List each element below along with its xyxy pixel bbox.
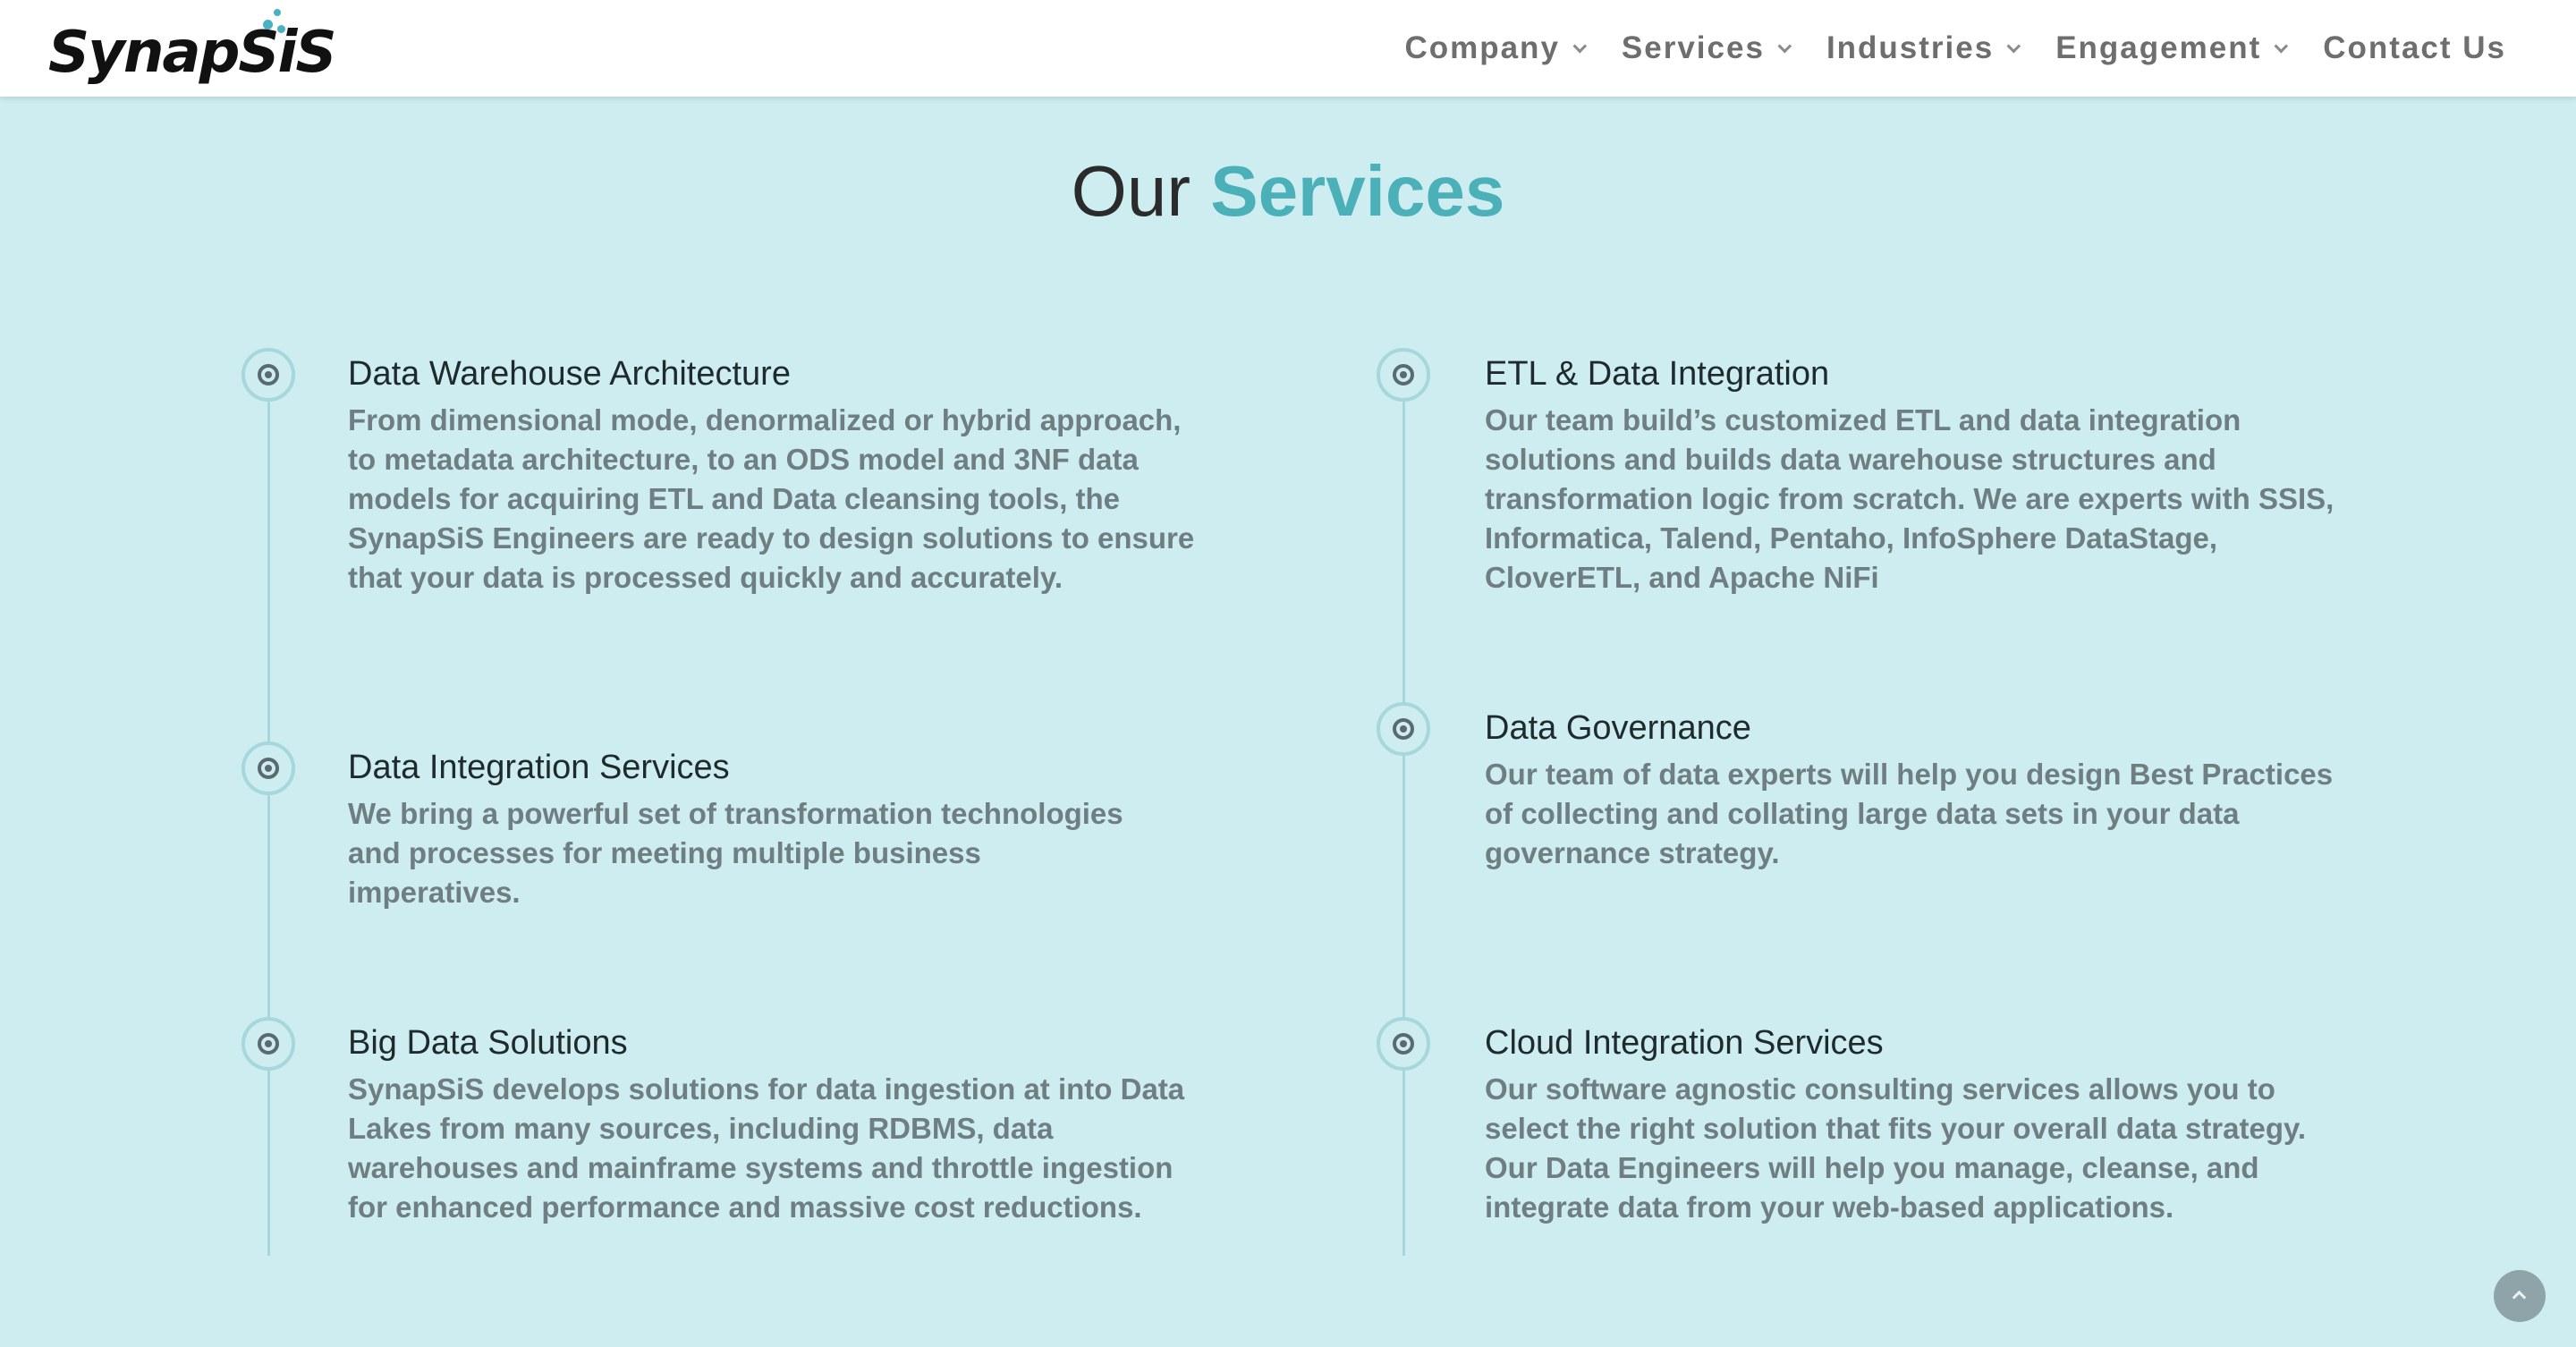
- service-description: We bring a powerful set of transformatio…: [348, 797, 1123, 909]
- radio-dot-icon: [242, 741, 295, 795]
- nav-item-label: Contact Us: [2323, 30, 2506, 65]
- service-title: Big Data Solutions: [348, 1024, 628, 1062]
- synapsis-logo[interactable]: SynapSiS: [48, 7, 336, 89]
- service-description: From dimensional mode, denormalized or h…: [348, 403, 1195, 594]
- main-nav: Company Services Industries Engagement C…: [1365, 0, 2506, 97]
- nav-item-engagement[interactable]: Engagement: [2055, 30, 2289, 66]
- site-header: SynapSiS Company Services Industries Eng…: [0, 0, 2576, 97]
- nav-item-label: Company: [1404, 30, 1560, 65]
- radio-dot-icon: [242, 348, 295, 402]
- logo-dot: [274, 9, 281, 16]
- timeline-line-left: [267, 401, 270, 1256]
- logo-dot: [277, 25, 285, 33]
- chevron-up-icon: [2512, 1290, 2527, 1305]
- radio-dot-icon: [242, 1017, 295, 1071]
- nav-item-label: Industries: [1826, 30, 1995, 65]
- service-title: ETL & Data Integration: [1485, 355, 1830, 393]
- radio-dot-icon: [1377, 1017, 1430, 1071]
- service-description: Our team build’s customized ETL and data…: [1485, 403, 2334, 594]
- nav-item-industries[interactable]: Industries: [1826, 30, 2021, 66]
- logo-wordmark: SynapSiS: [48, 20, 336, 86]
- chevron-down-icon: [2274, 38, 2289, 53]
- radio-dot-icon: [1377, 348, 1430, 402]
- radio-dot-icon: [1377, 702, 1430, 756]
- scroll-to-top-button[interactable]: [2494, 1270, 2546, 1322]
- service-title: Cloud Integration Services: [1485, 1024, 1884, 1062]
- timeline-line-right: [1402, 401, 1405, 1256]
- chevron-down-icon: [2006, 38, 2021, 53]
- service-title: Data Warehouse Architecture: [348, 355, 791, 393]
- service-title: Data Integration Services: [348, 749, 730, 786]
- service-description: SynapSiS develops solutions for data ing…: [348, 1072, 1185, 1224]
- nav-item-contact-us[interactable]: Contact Us: [2323, 30, 2506, 66]
- service-title: Data Governance: [1485, 709, 1751, 747]
- section-title: Our Services: [0, 150, 2576, 233]
- section-title-accent: Services: [1210, 151, 1505, 231]
- logo-dot: [263, 20, 273, 30]
- nav-item-services[interactable]: Services: [1621, 30, 1792, 66]
- service-description: Our software agnostic consulting service…: [1485, 1072, 2307, 1224]
- section-title-plain: Our: [1071, 151, 1191, 231]
- chevron-down-icon: [1572, 38, 1588, 53]
- nav-item-company[interactable]: Company: [1404, 30, 1588, 66]
- service-description: Our team of data experts will help you d…: [1485, 758, 2334, 869]
- nav-item-label: Engagement: [2055, 30, 2262, 65]
- nav-item-label: Services: [1621, 30, 1765, 65]
- chevron-down-icon: [1777, 38, 1792, 53]
